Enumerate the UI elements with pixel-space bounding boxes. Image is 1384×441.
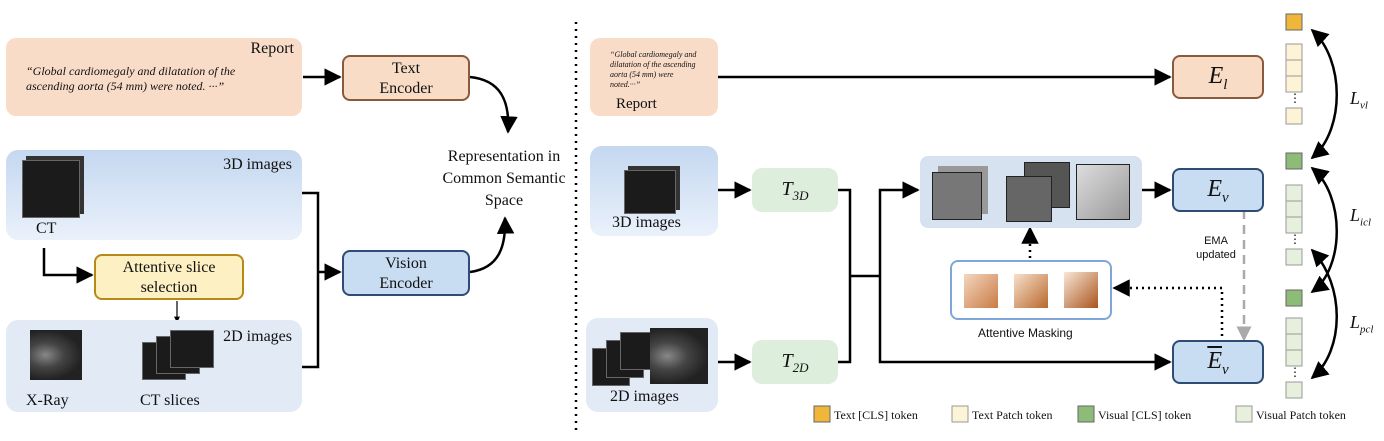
vision-encoder-box: Vision Encoder xyxy=(342,250,470,296)
legend-visual-cls-swatch xyxy=(1077,405,1095,423)
ema-label: EMA updated xyxy=(1188,234,1244,262)
loss-icl-label: Licl xyxy=(1350,205,1371,229)
right-2d-images-panel: 2D images xyxy=(586,318,718,412)
ev-bar-encoder-box: Ev xyxy=(1172,340,1264,384)
ct-volume-image xyxy=(22,160,80,218)
ev-bar-symbol: E xyxy=(1207,348,1222,374)
xray-label: X-Ray xyxy=(26,392,69,409)
slice-selection-line1: Attentive slice xyxy=(122,259,216,276)
text-token-stack: ⋮ xyxy=(1285,13,1303,125)
representation-line1: Representation in xyxy=(447,148,561,165)
representation-text: Representation in Common Semantic Space xyxy=(428,146,580,212)
vision-encoder-line2: Encoder xyxy=(379,275,433,292)
svg-text:⋮: ⋮ xyxy=(1289,91,1301,105)
right-2d-label: 2D images xyxy=(610,388,679,405)
masked-view-2-front xyxy=(1006,176,1052,222)
line-3d-to-merge xyxy=(302,191,320,369)
arrow-vision-encoder-to-representation xyxy=(469,216,515,274)
left-2d-label: 2D images xyxy=(223,328,292,345)
ema-line2: updated xyxy=(1196,249,1236,261)
attentive-slice-selection-box: Attentive slice selection xyxy=(94,254,244,300)
masked-view-3 xyxy=(1076,164,1130,220)
svg-text:⋮: ⋮ xyxy=(1289,365,1301,379)
left-3d-label: 3D images xyxy=(223,156,292,173)
mask-cube-2 xyxy=(1014,274,1048,308)
masked-view-1 xyxy=(932,172,982,220)
loss-pcl-label: Lpcl xyxy=(1350,312,1373,336)
el-symbol: E xyxy=(1208,63,1224,89)
visual-token-stack-1: ⋮ xyxy=(1285,152,1303,266)
right-ct-volume-image xyxy=(624,170,676,214)
right-report-quote: “Global cardiomegaly and dilatation of t… xyxy=(610,50,697,89)
legend-text-cls-swatch xyxy=(813,405,831,423)
attentive-masking-panel xyxy=(950,260,1112,320)
text-encoder-line2: Encoder xyxy=(379,80,433,97)
masked-views-panel xyxy=(920,156,1142,228)
loss-icl-symbol: L xyxy=(1350,205,1361,225)
attentive-masking-label: Attentive Masking xyxy=(978,326,1073,340)
ema-line1: EMA xyxy=(1204,235,1228,247)
mask-cube-3 xyxy=(1064,272,1098,308)
text-encoder-box: Text Encoder xyxy=(342,55,470,101)
left-report-label: Report xyxy=(250,40,294,57)
loss-curve-vl xyxy=(1310,28,1338,160)
legend-text-patch-swatch xyxy=(951,405,969,423)
arrow-ct-to-slice-selection xyxy=(42,248,94,284)
t3d-subscript: 3D xyxy=(792,188,809,203)
t2d-subscript: 2D xyxy=(792,360,809,375)
text-encoder-line1: Text xyxy=(391,60,421,77)
legend-visual-cls-label: Visual [CLS] token xyxy=(1098,408,1192,422)
left-report-quote: “Global cardiomegaly and dilatation of t… xyxy=(26,64,236,93)
ev-symbol: E xyxy=(1207,176,1222,202)
left-2d-images-panel: 2D images X-Ray CT slices xyxy=(6,320,302,412)
xray-image xyxy=(30,330,82,380)
right-xray-image xyxy=(650,328,708,384)
slice-selection-line2: selection xyxy=(140,279,198,296)
loss-pcl-symbol: L xyxy=(1350,312,1361,332)
t3d-symbol: T xyxy=(781,178,793,200)
ct-slice-3 xyxy=(170,330,214,368)
el-encoder-box: El xyxy=(1172,55,1264,99)
legend-visual-patch-label: Visual Patch token xyxy=(1256,408,1346,422)
t2d-tokenizer-box: T2D xyxy=(752,340,838,384)
legend-text-patch-label: Text Patch token xyxy=(972,408,1053,422)
ev-encoder-box: Ev xyxy=(1172,168,1264,212)
loss-icl-subscript: icl xyxy=(1360,216,1372,229)
legend-visual-patch-swatch xyxy=(1235,405,1253,423)
arrow-trunk-to-masked-views xyxy=(878,181,920,276)
loss-vl-symbol: L xyxy=(1350,88,1361,108)
loss-curve-icl xyxy=(1310,166,1338,294)
ev-subscript: v xyxy=(1222,189,1229,206)
representation-line3: Space xyxy=(484,192,524,209)
el-subscript: l xyxy=(1223,76,1228,93)
loss-vl-subscript: vl xyxy=(1360,99,1368,112)
right-3d-images-panel: 3D images xyxy=(590,146,718,236)
loss-pcl-subscript: pcl xyxy=(1360,323,1374,336)
ev-bar-subscript: v xyxy=(1222,361,1229,378)
arrow-evbar-to-masking xyxy=(1112,279,1224,342)
legend-text-cls-label: Text [CLS] token xyxy=(834,408,918,422)
vision-encoder-line1: Vision xyxy=(385,255,427,272)
svg-text:⋮: ⋮ xyxy=(1289,232,1301,246)
loss-curve-pcl xyxy=(1310,248,1338,380)
ct-label: CT xyxy=(36,220,57,237)
arrow-trunk-to-ev-bar xyxy=(878,276,1172,371)
visual-token-stack-2: ⋮ xyxy=(1285,289,1303,399)
left-3d-images-panel: 3D images CT xyxy=(6,150,302,240)
line-t3d-merge xyxy=(838,188,852,364)
representation-line2: Common Semantic xyxy=(442,170,566,187)
t3d-tokenizer-box: T3D xyxy=(752,168,838,212)
mask-cube-1 xyxy=(964,274,998,308)
loss-vl-label: Lvl xyxy=(1350,88,1368,112)
right-report-label: Report xyxy=(616,96,657,112)
right-report-panel: “Global cardiomegaly and dilatation of t… xyxy=(590,38,718,116)
arrow-text-encoder-to-representation xyxy=(469,75,518,134)
t2d-symbol: T xyxy=(781,350,793,372)
left-report-panel: Report “Global cardiomegaly and dilatati… xyxy=(6,38,302,116)
right-3d-label: 3D images xyxy=(612,214,681,231)
ct-slices-label: CT slices xyxy=(140,392,200,409)
